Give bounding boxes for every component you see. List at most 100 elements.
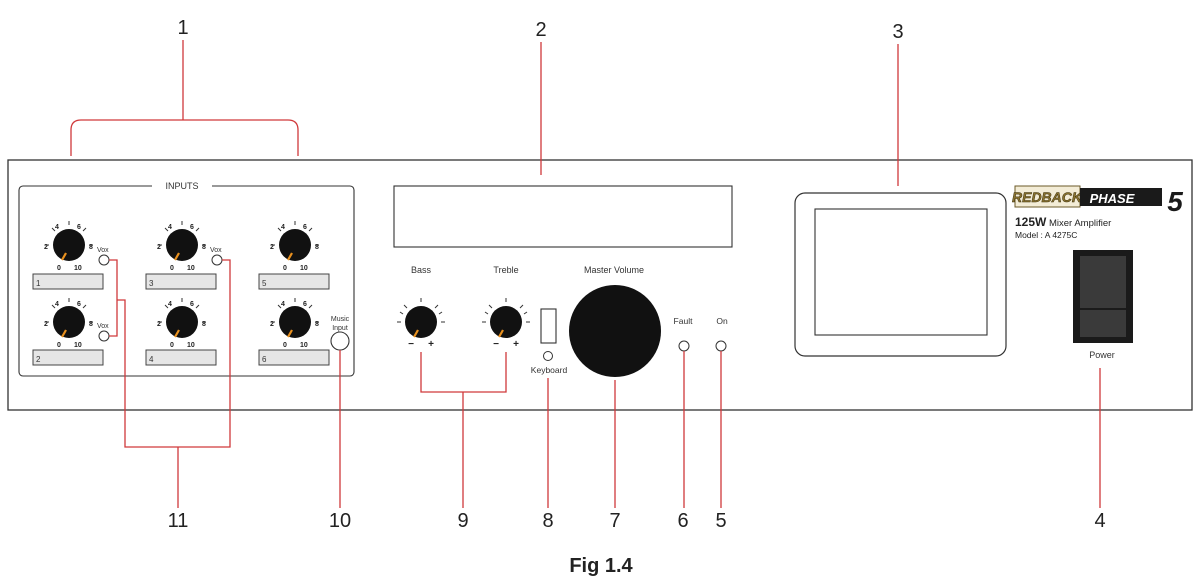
bass-knob xyxy=(397,298,445,338)
callout-4: 4 xyxy=(1094,510,1105,532)
fault-led xyxy=(678,340,690,352)
channel-6-label: 6 xyxy=(262,355,267,364)
svg-text:0: 0 xyxy=(57,342,61,349)
svg-text:2: 2 xyxy=(157,321,161,328)
vox-button-3 xyxy=(211,254,223,266)
vox-label-3: Vox xyxy=(210,247,222,254)
bass-minus: − xyxy=(408,339,414,350)
channel-5-knob: 2 4 6 8 0 10 xyxy=(270,221,319,272)
svg-text:10: 10 xyxy=(300,265,308,272)
display-window xyxy=(393,185,733,248)
knob-ticks xyxy=(45,221,93,246)
callout-1: 1 xyxy=(177,17,188,39)
music-input-label-line1: Music xyxy=(331,316,350,323)
inputs-title: INPUTS xyxy=(165,181,198,191)
callout-6: 6 xyxy=(677,510,688,532)
svg-text:0: 0 xyxy=(57,265,61,272)
music-input-jack xyxy=(330,331,350,351)
svg-text:4: 4 xyxy=(55,224,59,231)
master-volume-label: Master Volume xyxy=(584,265,644,275)
callout-11: 11 xyxy=(168,510,189,532)
svg-text:0: 0 xyxy=(170,265,174,272)
master-volume-knob xyxy=(569,285,661,377)
power-switch-rocker xyxy=(1080,256,1126,337)
svg-text:2: 2 xyxy=(270,244,274,251)
treble-plus: + xyxy=(513,339,519,350)
treble-minus: − xyxy=(493,339,499,350)
svg-text:REDBACK: REDBACK xyxy=(1012,189,1083,205)
screen xyxy=(814,208,988,336)
bass-plus: + xyxy=(428,339,434,350)
on-led xyxy=(715,340,727,352)
channel-2-label: 2 xyxy=(36,355,41,364)
svg-text:8: 8 xyxy=(89,321,93,328)
channel-6-label-strip xyxy=(258,349,330,366)
svg-text:8: 8 xyxy=(202,244,206,251)
front-panel xyxy=(7,159,1193,411)
fault-label: Fault xyxy=(674,316,694,326)
callout-8: 8 xyxy=(542,510,553,532)
vox-label-2: Vox xyxy=(97,323,109,330)
svg-text:0: 0 xyxy=(170,342,174,349)
svg-text:10: 10 xyxy=(74,342,82,349)
callout-lines xyxy=(70,40,1101,508)
channel-2-label-strip xyxy=(32,349,104,366)
channel-3-knob: 2 4 6 8 0 10 xyxy=(157,221,206,272)
music-input-label-line2: Input xyxy=(332,325,348,332)
power-label: Power xyxy=(1089,350,1115,360)
svg-text:PHASE: PHASE xyxy=(1090,191,1135,206)
svg-text:2: 2 xyxy=(44,321,48,328)
channel-4-label-strip xyxy=(145,349,217,366)
screen-bezel xyxy=(794,192,1007,357)
svg-text:0: 0 xyxy=(283,265,287,272)
svg-text:8: 8 xyxy=(315,244,319,251)
wattage: 125W xyxy=(1015,215,1047,229)
svg-text:6: 6 xyxy=(190,224,194,231)
callout-3: 3 xyxy=(892,21,903,43)
callout-10: 10 xyxy=(329,510,351,532)
vox-buttons xyxy=(98,254,223,342)
callout-numbers: 1 2 3 4 5 6 7 8 9 10 11 xyxy=(168,17,1106,532)
vox-button-1 xyxy=(98,254,110,266)
svg-text:6: 6 xyxy=(303,301,307,308)
channel-1-label: 1 xyxy=(36,279,41,288)
svg-text:4: 4 xyxy=(55,301,59,308)
vox-button-2 xyxy=(98,330,110,342)
channel-4-label: 4 xyxy=(149,355,154,364)
bass-label: Bass xyxy=(411,265,432,275)
svg-text:4: 4 xyxy=(168,301,172,308)
svg-text:8: 8 xyxy=(89,244,93,251)
svg-text:0: 0 xyxy=(283,342,287,349)
svg-text:2: 2 xyxy=(270,321,274,328)
keyboard-slot xyxy=(540,308,557,344)
figure-caption: Fig 1.4 xyxy=(569,555,633,577)
vox-label-1: Vox xyxy=(97,247,109,254)
channel-5-label: 5 xyxy=(262,279,267,288)
svg-text:10: 10 xyxy=(187,342,195,349)
brand-logo: REDBACK PHASE 5 xyxy=(1012,185,1183,217)
svg-text:4: 4 xyxy=(168,224,172,231)
channel-5-label-strip xyxy=(258,273,330,290)
svg-text:10: 10 xyxy=(187,265,195,272)
channel-3-label: 3 xyxy=(149,279,154,288)
callout-9: 9 xyxy=(457,510,468,532)
svg-text:2: 2 xyxy=(157,244,161,251)
svg-text:6: 6 xyxy=(303,224,307,231)
channel-2-knob: 2 4 6 8 0 10 xyxy=(44,298,93,349)
svg-text:6: 6 xyxy=(77,224,81,231)
keyboard-label: Keyboard xyxy=(531,365,568,375)
svg-text:8: 8 xyxy=(202,321,206,328)
channel-4-knob: 2 4 6 8 0 10 xyxy=(157,298,206,349)
svg-text:5: 5 xyxy=(1167,186,1183,217)
product-name: Mixer Amplifier xyxy=(1049,218,1111,229)
channel-1-label-strip xyxy=(32,273,104,290)
svg-text:10: 10 xyxy=(300,342,308,349)
treble-knob xyxy=(482,298,530,338)
channel-label-strips xyxy=(32,273,330,366)
svg-text:4: 4 xyxy=(281,224,285,231)
knob-pointer xyxy=(61,252,67,261)
callout-2: 2 xyxy=(535,19,546,41)
svg-text:2: 2 xyxy=(44,244,48,251)
svg-text:6: 6 xyxy=(190,301,194,308)
